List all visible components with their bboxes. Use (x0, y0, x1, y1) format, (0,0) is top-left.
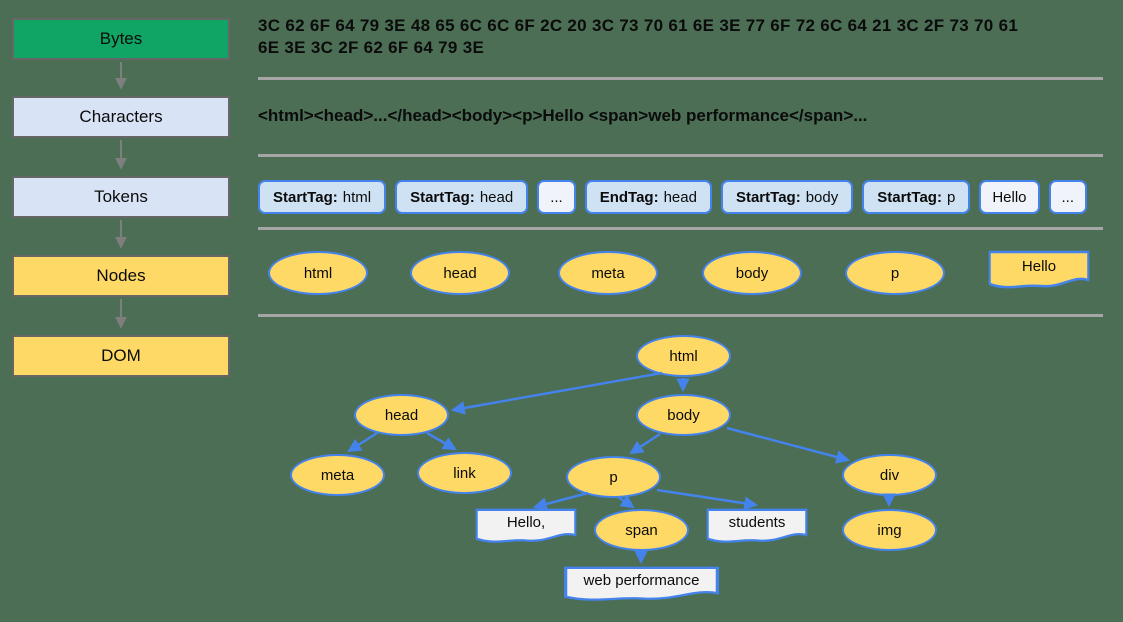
tokens-row: StartTag: html StartTag: head ... EndTag… (258, 180, 1088, 214)
node-head: head (410, 251, 510, 295)
characters-markup-text: <html><head>...</head><body><p>Hello <sp… (258, 106, 868, 125)
node-p: p (845, 251, 945, 295)
token-type-label: EndTag: (599, 188, 659, 206)
edge-html-head (450, 371, 663, 415)
dom-node-img: img (842, 509, 937, 551)
divider-characters (258, 154, 1103, 157)
token-value: ... (1061, 188, 1075, 206)
node-label: html (303, 264, 333, 282)
edge-body-p (629, 432, 661, 455)
token-hello: Hello (979, 180, 1040, 214)
token-type-label: StartTag: (877, 188, 942, 206)
dom-node-head: head (354, 394, 449, 436)
token-value: html (342, 188, 372, 206)
stage-nodes-label: Nodes (96, 266, 146, 285)
node-label: head (384, 406, 419, 424)
node-label: body (667, 406, 700, 424)
dom-text-node-web-performance: web performance (563, 566, 720, 604)
stage-tokens-label: Tokens (94, 187, 148, 206)
wave-shape (706, 508, 808, 543)
divider-nodes (258, 314, 1103, 317)
text-node-label: web performance (583, 572, 700, 589)
node-label: p (609, 468, 618, 486)
text-node-label: Hello (1021, 258, 1057, 275)
dom-node-html: html (636, 335, 731, 377)
node-label: link (453, 464, 476, 482)
dom-node-body: body (636, 394, 731, 436)
text-node-label: Hello, (506, 514, 546, 531)
dom-text-node-hello: Hello, (475, 508, 577, 546)
token-type-label: StartTag: (273, 188, 338, 206)
token-value: head (479, 188, 514, 206)
token-value: body (805, 188, 839, 206)
node-label: img (877, 521, 902, 539)
edge-p-hello (533, 491, 589, 511)
dom-node-span: span (594, 509, 689, 551)
dom-node-meta: meta (290, 454, 385, 496)
token-value: ... (550, 188, 563, 206)
token-starttag-html: StartTag: html (258, 180, 387, 214)
edge-p-span (617, 494, 635, 509)
stage-characters-label: Characters (79, 107, 163, 126)
stage-dom-label: DOM (101, 346, 141, 365)
dom-node-div: div (842, 454, 937, 496)
token-type-label: StartTag: (735, 188, 801, 206)
node-label: body (735, 264, 769, 282)
node-html: html (268, 251, 368, 295)
edge-head-meta (347, 431, 378, 453)
stage-characters: Characters (12, 96, 230, 138)
stage-bytes-label: Bytes (99, 29, 143, 48)
node-label: meta (320, 466, 355, 484)
dom-node-p: p (566, 456, 661, 498)
stage-nodes: Nodes (12, 255, 230, 297)
stage-dom: DOM (12, 335, 230, 377)
bytes-hex-line-2: 6E 3E 3C 2F 62 6F 64 79 3E (258, 38, 485, 57)
dom-node-link: link (417, 452, 512, 494)
token-ellipsis-2: ... (1048, 180, 1088, 214)
bytes-hex-text: 3C 62 6F 64 79 3E 48 65 6C 6C 6F 2C 20 3… (258, 15, 1088, 59)
node-label: html (669, 347, 698, 365)
node-label: meta (591, 264, 625, 282)
bytes-hex-line-1: 3C 62 6F 64 79 3E 48 65 6C 6C 6F 2C 20 3… (258, 16, 1019, 35)
edge-body-div (726, 426, 850, 464)
stage-tokens: Tokens (12, 176, 230, 218)
token-type-label: StartTag: (410, 188, 475, 206)
token-starttag-body: StartTag: body (720, 180, 854, 214)
token-ellipsis-1: ... (537, 180, 576, 214)
wave-shape (475, 508, 577, 543)
token-starttag-p: StartTag: p (862, 180, 971, 214)
text-node-hello-flag: Hello (988, 250, 1090, 292)
token-starttag-head: StartTag: head (395, 180, 529, 214)
token-endtag-head: EndTag: head (584, 180, 712, 214)
token-value: Hello (992, 188, 1027, 206)
node-body: body (702, 251, 802, 295)
divider-tokens (258, 227, 1103, 230)
divider-bytes (258, 77, 1103, 80)
text-node-label: students (728, 514, 786, 531)
node-label: span (625, 521, 658, 539)
wave-shape (563, 566, 720, 601)
node-meta: meta (558, 251, 658, 295)
dom-text-node-students: students (706, 508, 808, 546)
stage-bytes: Bytes (12, 18, 230, 60)
edge-head-link (426, 431, 457, 451)
edge-p-students (656, 488, 759, 511)
token-value: head (663, 188, 697, 206)
node-label: div (879, 466, 900, 484)
token-value: p (946, 188, 956, 206)
node-label: head (443, 264, 477, 282)
node-label: p (890, 264, 900, 282)
wave-shape (988, 250, 1090, 289)
